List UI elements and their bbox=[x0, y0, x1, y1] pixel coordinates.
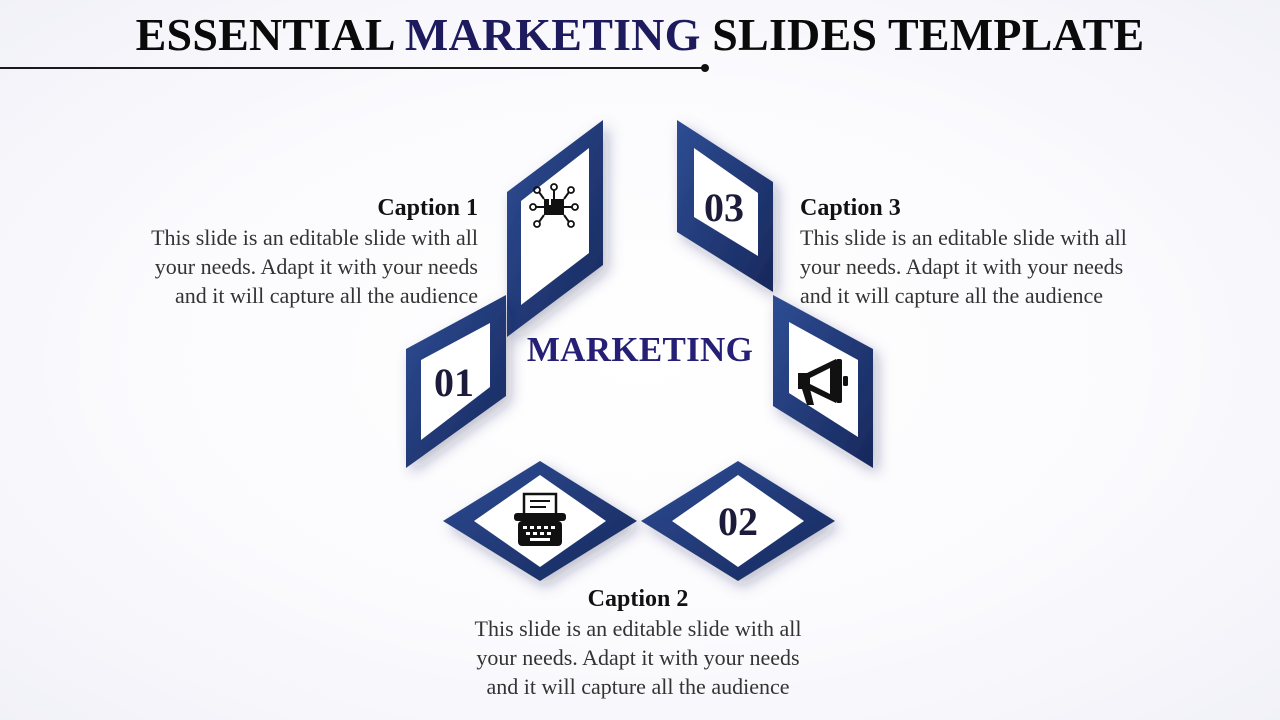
megaphone-icon bbox=[798, 359, 848, 405]
title-underline-dot bbox=[701, 64, 709, 72]
caption-3-line-1: This slide is an editable slide with all bbox=[800, 225, 1127, 250]
caption-1: Caption 1 This slide is an editable slid… bbox=[151, 193, 478, 310]
center-label: MARKETING bbox=[526, 330, 754, 369]
caption-1-line-1: This slide is an editable slide with all bbox=[151, 225, 478, 250]
caption-1-line-3: and it will capture all the audience bbox=[175, 283, 478, 308]
title-part-2: SLIDES TEMPLATE bbox=[700, 9, 1145, 60]
segment-03-number: 03 bbox=[704, 185, 744, 230]
caption-3-line-3: and it will capture all the audience bbox=[800, 283, 1103, 308]
segment-01-number: 01 bbox=[434, 360, 474, 405]
title-part-1: ESSENTIAL bbox=[135, 9, 405, 60]
title-underline bbox=[0, 67, 706, 69]
caption-1-line-2: your needs. Adapt it with your needs bbox=[154, 254, 478, 279]
slide-title: ESSENTIAL MARKETING SLIDES TEMPLATE bbox=[0, 8, 1280, 62]
segment-02-shape bbox=[641, 461, 835, 581]
caption-3-line-2: your needs. Adapt it with your needs bbox=[800, 254, 1124, 279]
title-highlight: MARKETING bbox=[404, 9, 701, 60]
segment-03-shape bbox=[677, 120, 773, 292]
caption-2-title: Caption 2 bbox=[587, 586, 689, 612]
segment-02-number: 02 bbox=[718, 499, 758, 544]
caption-1-title: Caption 1 bbox=[377, 195, 478, 221]
network-box-icon bbox=[529, 183, 579, 228]
segment-network-shape bbox=[507, 120, 603, 337]
caption-2: Caption 2 This slide is an editable slid… bbox=[438, 584, 838, 701]
caption-2-line-3: and it will capture all the audience bbox=[486, 674, 790, 699]
segment-01-shape bbox=[406, 295, 506, 468]
caption-2-line-1: This slide is an editable slide with all bbox=[474, 616, 802, 641]
caption-3: Caption 3 This slide is an editable slid… bbox=[800, 193, 1127, 310]
caption-2-line-2: your needs. Adapt it with your needs bbox=[476, 645, 800, 670]
caption-3-title: Caption 3 bbox=[800, 195, 901, 221]
typewriter-icon bbox=[514, 492, 566, 546]
